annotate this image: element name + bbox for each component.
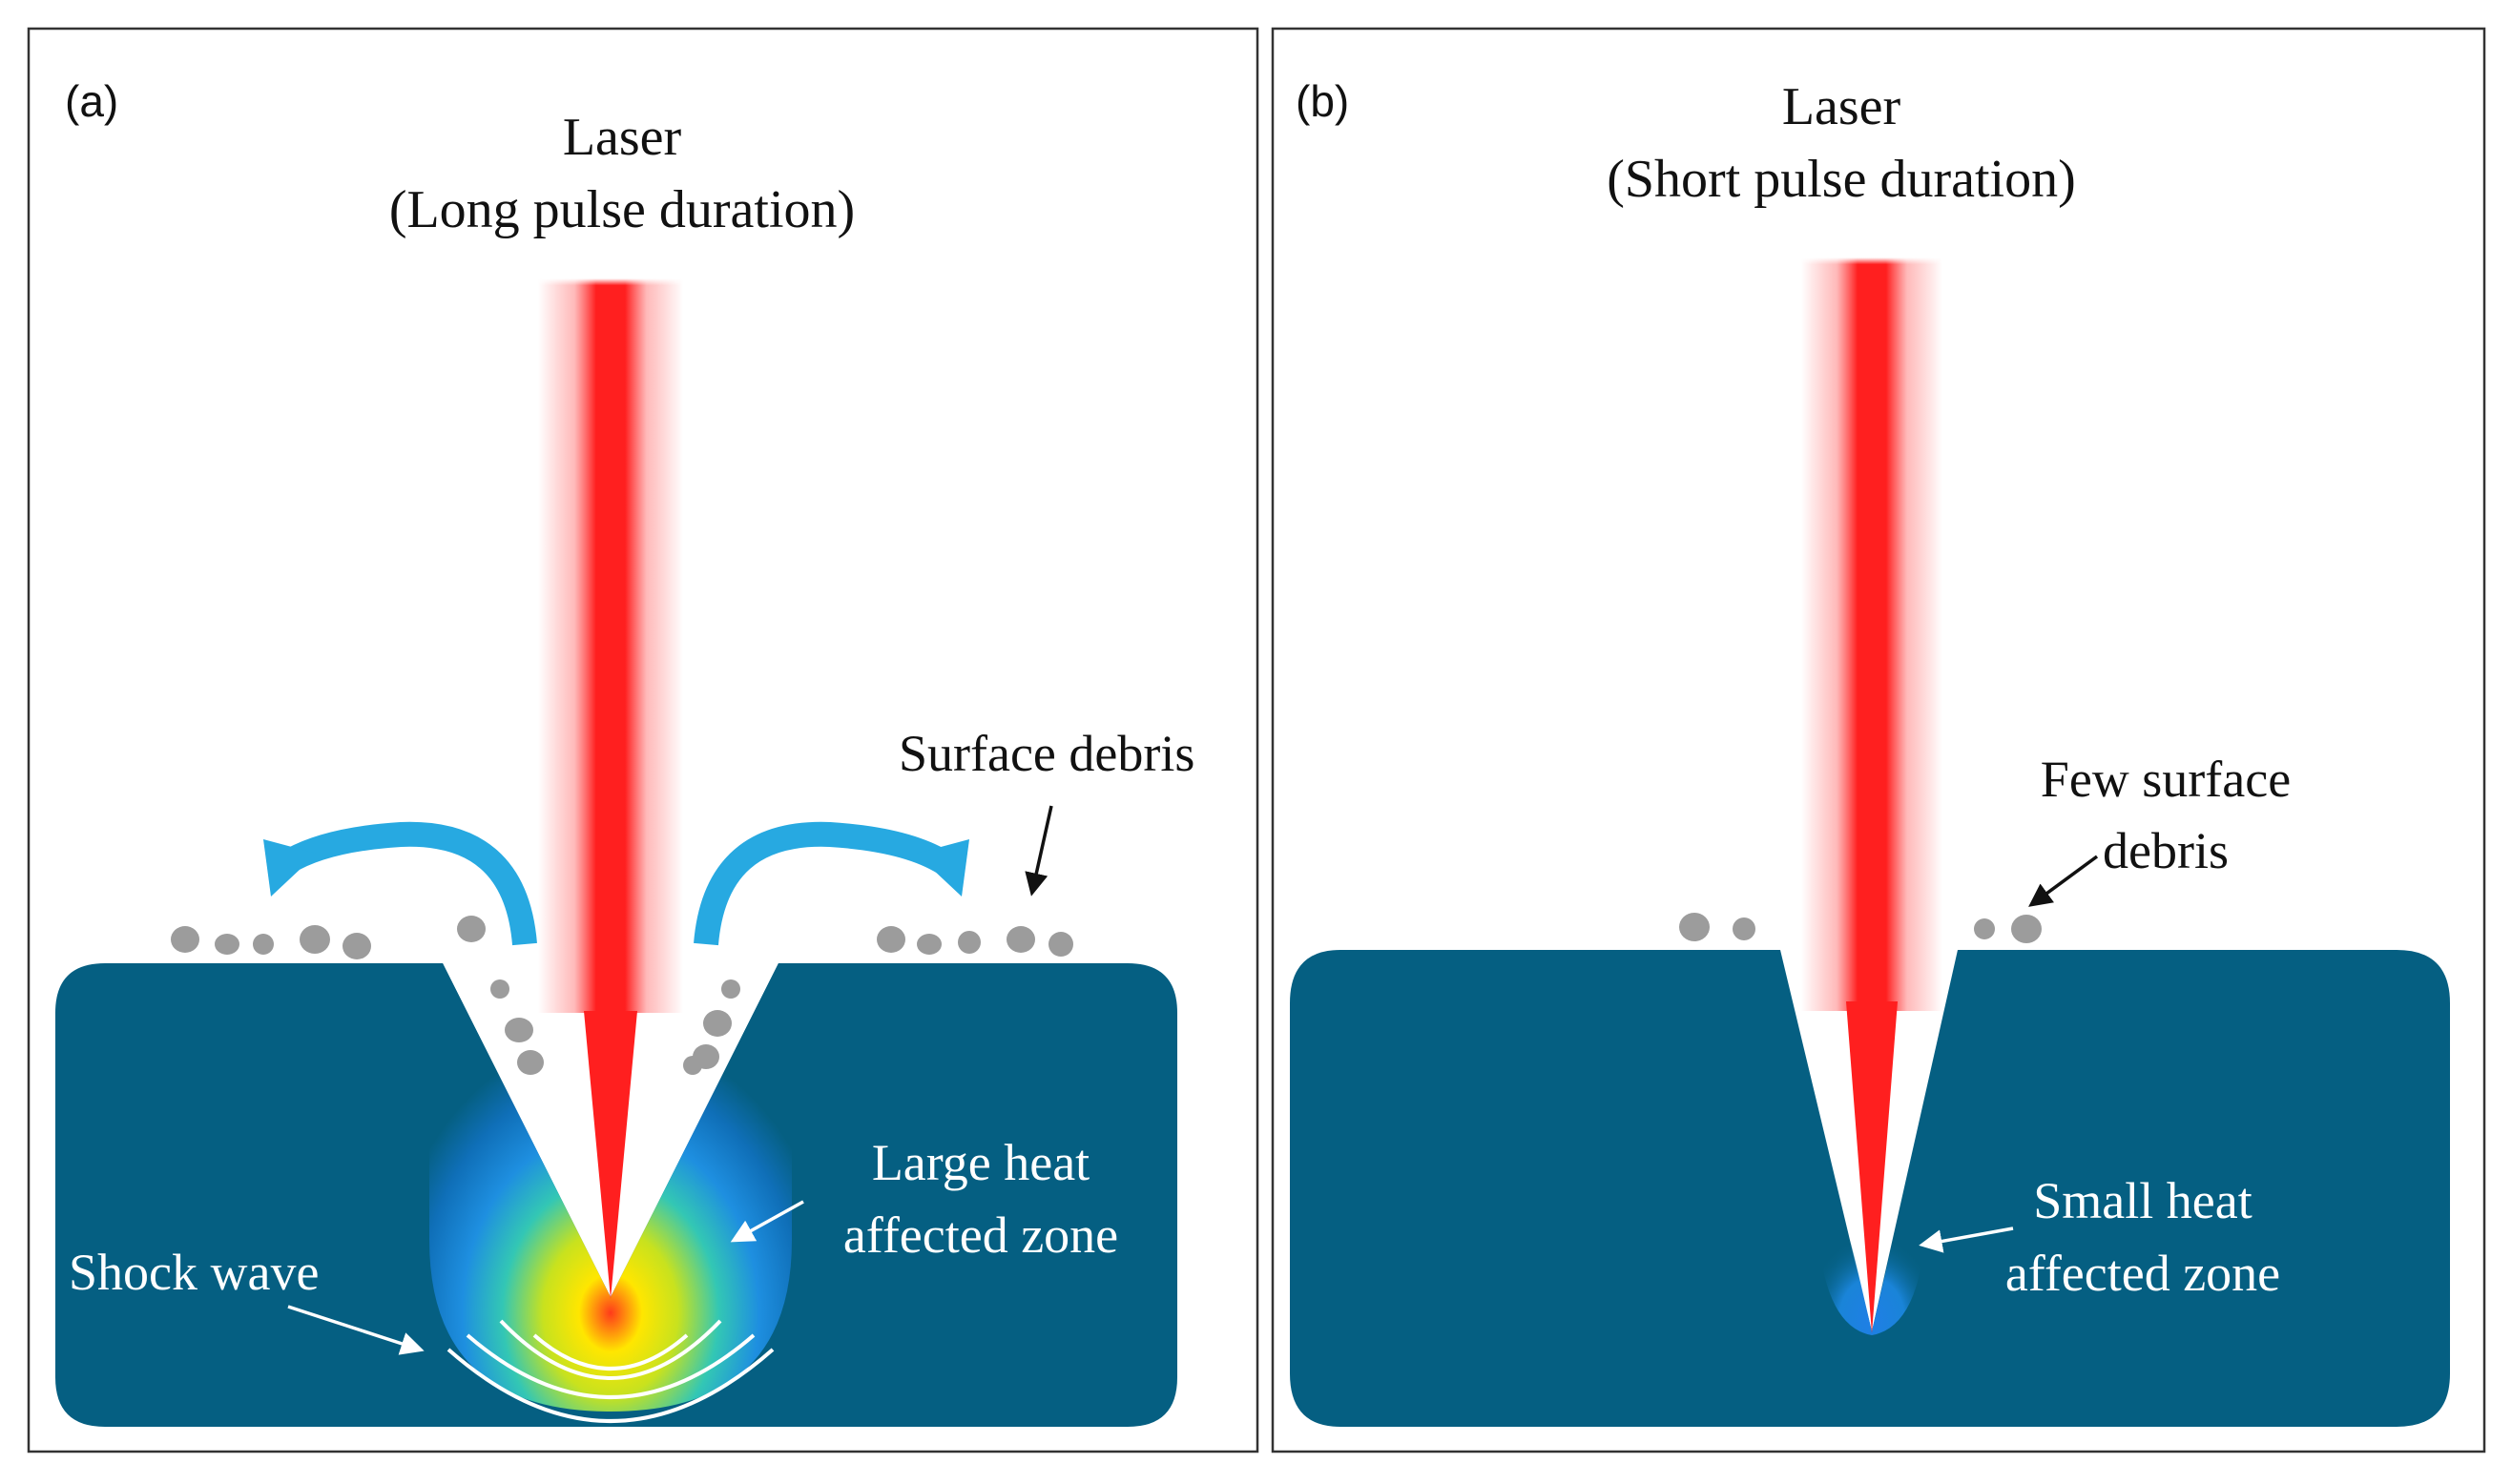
panel-a-surface-debris-label: Surface debris — [899, 725, 1194, 782]
panel-b: (b) Laser (Short pulse duration) Few sur… — [1271, 27, 2486, 1453]
panel-b-debris-pointer — [2028, 855, 2099, 907]
panel-b-letter: (b) — [1296, 76, 1349, 126]
panel-a-heat-zone-label-line2: affected zone — [843, 1206, 1118, 1264]
panel-a-laser-tip — [584, 1011, 637, 1299]
panel-b-heat-zone-label-line2: affected zone — [2005, 1245, 2280, 1302]
panel-a-surface-debris — [171, 916, 1073, 1075]
panel-a-heat-zone — [429, 963, 792, 1412]
panel-a-shock-wave-label: Shock wave — [69, 1244, 319, 1301]
panel-a-ejection-arrow-right — [694, 821, 969, 946]
panel-b-heat-zone-pointer — [1919, 1226, 2014, 1253]
panel-b-surface-debris — [1679, 913, 2042, 943]
panel-a-title-line1: Laser — [563, 108, 682, 167]
panel-b-debris-label-line2: debris — [2103, 822, 2229, 879]
panel-a-heat-zone-label-line1: Large heat — [872, 1134, 1090, 1191]
panel-a-laser-beam — [538, 278, 683, 1013]
panel-a-shock-wave-pointer — [287, 1305, 425, 1355]
panel-a-letter: (a) — [65, 76, 118, 126]
panel-b-beam-top-fade — [1797, 258, 1946, 372]
panel-b-heat-zone — [1817, 1192, 1927, 1335]
panel-a: (a) Laser (Long pulse duration) — [27, 27, 1259, 1453]
panel-b-title-line1: Laser — [1782, 77, 1901, 136]
panel-b-substrate — [1290, 950, 2450, 1427]
panel-a-substrate — [55, 963, 1177, 1427]
panel-a-title-line2: (Long pulse duration) — [389, 180, 855, 239]
panel-a-shock-wave-arcs — [446, 1319, 775, 1423]
panel-a-heat-zone-pointer — [730, 1200, 804, 1243]
panel-a-surface-debris-pointer — [1025, 805, 1053, 897]
panel-b-laser-beam — [1801, 258, 1942, 1011]
panel-a-ejection-arrow-left — [263, 821, 537, 946]
panel-b-heat-zone-label-line1: Small heat — [2033, 1172, 2252, 1229]
panel-b-debris-label-line1: Few surface — [2041, 751, 2291, 808]
panel-b-laser-tip — [1846, 1001, 1898, 1333]
panel-a-beam-top-fade — [534, 278, 687, 393]
panel-b-title-line2: (Short pulse duration) — [1607, 150, 2075, 209]
